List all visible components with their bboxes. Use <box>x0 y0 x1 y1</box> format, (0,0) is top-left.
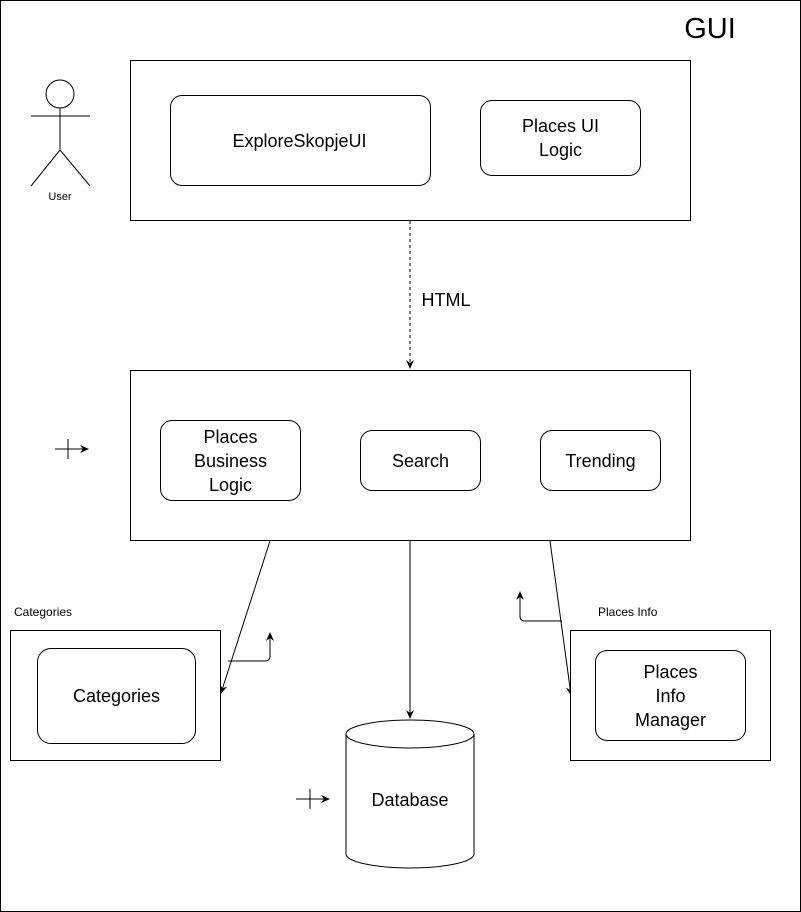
search-label: Search <box>391 450 450 471</box>
places-info-package-title: Places Info <box>598 605 658 619</box>
user-actor-icon <box>30 79 91 187</box>
explore-skopje-ui-component[interactable]: ExploreSkopjeUI <box>170 95 431 186</box>
categories-component[interactable]: Categories <box>37 648 196 744</box>
diagram-title: GUI <box>684 13 736 45</box>
logic-to-places-info-connector <box>549 540 574 696</box>
categories-hook-arrow <box>228 632 274 662</box>
html-connector-label: HTML <box>421 290 471 310</box>
places-info-manager-component[interactable]: Places Info Manager <box>595 650 746 741</box>
database-cylinder <box>345 719 475 869</box>
categories-label: Categories <box>72 686 161 706</box>
user-actor-label: User <box>48 191 72 203</box>
places-info-manager-label-line3: Manager <box>634 709 707 730</box>
database-label[interactable]: Database <box>371 790 449 810</box>
logic-input-arrow-icon <box>55 439 89 459</box>
places-ui-logic-label-line1: Places UI <box>521 116 600 136</box>
explore-skopje-ui-label: ExploreSkopjeUI <box>232 130 367 151</box>
categories-package-title: Categories <box>14 605 73 619</box>
places-info-hook-arrow <box>516 591 562 622</box>
search-component[interactable]: Search <box>360 430 481 491</box>
places-info-manager-label-line1: Places <box>643 661 698 682</box>
trending-component[interactable]: Trending <box>540 430 661 491</box>
database-input-arrow-icon <box>296 789 330 809</box>
places-business-logic-component[interactable]: Places Business Logic <box>160 420 301 501</box>
places-ui-logic-label-line2: Logic <box>538 140 583 160</box>
trending-label: Trending <box>565 450 636 471</box>
places-business-logic-label-line2: Business <box>193 450 268 471</box>
places-ui-logic-component[interactable]: Places UI Logic <box>480 100 641 176</box>
logic-to-categories-connector <box>219 540 271 694</box>
places-business-logic-label-line3: Logic <box>208 474 253 495</box>
places-business-logic-label-line1: Places <box>203 426 258 447</box>
places-info-manager-label-line2: Info <box>655 685 686 706</box>
